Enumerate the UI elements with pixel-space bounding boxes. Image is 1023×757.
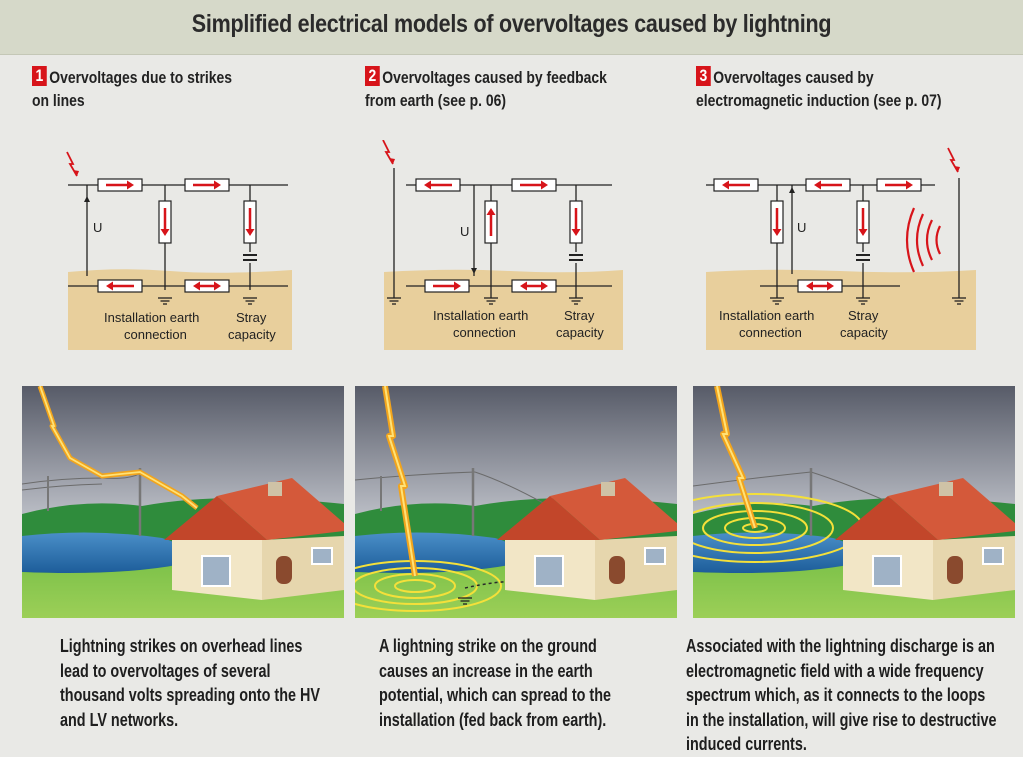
caption-3-line: spectrum which, as it connects to the lo… bbox=[686, 683, 1014, 708]
caption-1-line: lead to overvoltages of several bbox=[60, 659, 324, 684]
stray-capacity-label-2: capacity bbox=[840, 325, 888, 340]
earth-connection-label-1: Installation earth bbox=[719, 308, 814, 323]
caption-1-line: and LV networks. bbox=[60, 708, 324, 733]
case-2-heading-line1: Overvoltages caused by feedback bbox=[382, 68, 607, 87]
u-voltage-label: U bbox=[460, 224, 469, 239]
page-title: Simplified electrical models of overvolt… bbox=[72, 10, 952, 39]
caption-3: Associated with the lightning discharge … bbox=[686, 634, 1014, 757]
stray-capacity-label-1: Stray bbox=[848, 308, 879, 323]
earth-connection-label-1: Installation earth bbox=[433, 308, 528, 323]
caption-1-line: thousand volts spreading onto the HV bbox=[60, 683, 324, 708]
illustration-1 bbox=[22, 386, 344, 618]
case-1-heading-line2: on lines bbox=[32, 91, 85, 110]
caption-3-line: electromagnetic field with a wide freque… bbox=[686, 659, 1014, 684]
case-3-heading-line2: electromagnetic induction (see p. 07) bbox=[696, 91, 942, 110]
circuit-diagram-1: U Installation earth connection Stray ca… bbox=[60, 140, 300, 352]
caption-1: Lightning strikes on overhead lines lead… bbox=[60, 634, 324, 732]
capacitor-icon bbox=[243, 255, 257, 260]
title-bar: Simplified electrical models of overvolt… bbox=[0, 0, 1023, 55]
caption-2-line: potential, which can spread to the bbox=[379, 683, 643, 708]
case-2-heading-line2: from earth (see p. 06) bbox=[365, 91, 506, 110]
stray-capacity-label-1: Stray bbox=[236, 310, 267, 325]
caption-2: A lightning strike on the ground causes … bbox=[379, 634, 643, 732]
earth-connection-label-1: Installation earth bbox=[104, 310, 199, 325]
earth-connection-label-2: connection bbox=[124, 327, 187, 342]
stray-capacity-label-2: capacity bbox=[228, 327, 276, 342]
stray-capacity-label-2: capacity bbox=[556, 325, 604, 340]
caption-3-line: in the installation, will give rise to d… bbox=[686, 708, 1014, 733]
circuit-diagram-2: U Installation earth connection Stray ca… bbox=[380, 140, 630, 352]
electromagnetic-waves-icon bbox=[907, 208, 940, 272]
case-3-heading-line1: Overvoltages caused by bbox=[713, 68, 873, 87]
u-voltage-label: U bbox=[93, 220, 102, 235]
lightning-strike-icon bbox=[383, 140, 395, 164]
case-3-number-badge: 3 bbox=[696, 66, 711, 86]
capacitor-icon bbox=[856, 255, 870, 260]
caption-2-line: installation (fed back from earth). bbox=[379, 708, 643, 733]
stray-capacity-label-1: Stray bbox=[564, 308, 595, 323]
caption-2-line: A lightning strike on the ground bbox=[379, 634, 643, 659]
earth-connection-label-2: connection bbox=[739, 325, 802, 340]
caption-3-line: Associated with the lightning discharge … bbox=[686, 634, 1014, 659]
u-voltage-label: U bbox=[797, 220, 806, 235]
illustration-2 bbox=[355, 386, 677, 618]
caption-2-line: causes an increase in the earth bbox=[379, 659, 643, 684]
earth-connection-label-2: connection bbox=[453, 325, 516, 340]
illustration-3 bbox=[693, 386, 1015, 618]
circuit-diagram-3: U Installation earth connection Stray ca… bbox=[700, 140, 990, 352]
caption-1-line: Lightning strikes on overhead lines bbox=[60, 634, 324, 659]
case-1-heading-line1: Overvoltages due to strikes bbox=[49, 68, 232, 87]
river bbox=[22, 532, 185, 573]
lightning-strike-icon bbox=[67, 152, 79, 176]
caption-3-line: induced currents. bbox=[686, 732, 1014, 757]
case-2-number-badge: 2 bbox=[365, 66, 380, 86]
capacitor-icon bbox=[569, 255, 583, 260]
river bbox=[355, 532, 518, 573]
case-1-number-badge: 1 bbox=[32, 66, 47, 86]
lightning-strike-icon bbox=[948, 148, 960, 172]
